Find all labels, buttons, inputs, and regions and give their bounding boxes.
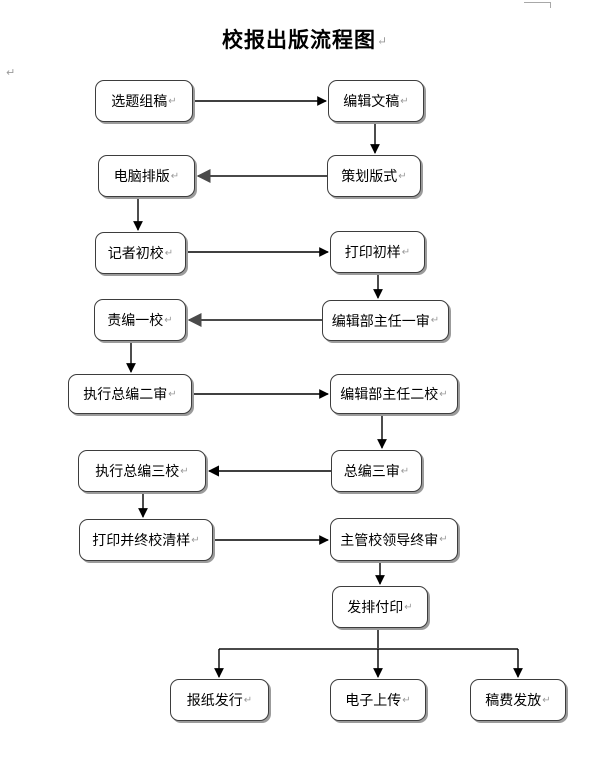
node-label: 总编三审: [343, 464, 400, 480]
node-pilcrow: ↵: [398, 170, 407, 182]
node-label: 策划版式: [341, 169, 398, 185]
node-pilcrow: ↵: [164, 314, 173, 326]
node-baozhi-faxing[interactable]: 报纸发行↵: [170, 679, 269, 721]
node-diannao-paiban[interactable]: 电脑排版↵: [98, 155, 195, 197]
node-pilcrow: ↵: [168, 95, 177, 107]
node-xuanti-zugao[interactable]: 选题组稿↵: [95, 80, 193, 122]
node-bianji-wengao[interactable]: 编辑文稿↵: [328, 80, 424, 122]
node-fapai-fuyin[interactable]: 发排付印↵: [332, 586, 428, 628]
node-jizhe-chuxiao[interactable]: 记者初校↵: [95, 232, 186, 274]
node-zebian-yixiao[interactable]: 责编一校↵: [94, 299, 186, 341]
node-label: 编辑文稿: [343, 94, 400, 110]
node-zhixing-zongbian-ershen[interactable]: 执行总编二审↵: [68, 374, 192, 414]
node-dayin-chuyang[interactable]: 打印初样↵: [330, 231, 425, 273]
node-dayin-bing-zhongxiao-qingyang[interactable]: 打印并终校清样↵: [79, 519, 213, 561]
node-gaofei-fafang[interactable]: 稿费发放↵: [470, 679, 566, 721]
node-pilcrow: ↵: [191, 534, 200, 546]
node-pilcrow: ↵: [168, 388, 177, 400]
node-label: 打印并终校清样: [92, 533, 191, 549]
node-zongbian-sanshen[interactable]: 总编三审↵: [331, 450, 422, 492]
node-label: 执行总编三校: [95, 464, 180, 480]
node-label: 记者初校: [107, 246, 164, 262]
node-label: 执行总编二审: [83, 387, 168, 403]
title-pilcrow: ↵: [376, 34, 388, 48]
node-label: 编辑部主任一审: [331, 313, 430, 330]
node-zhuguan-xiaolingdao-zhongshen[interactable]: 主管校领导终审↵: [330, 518, 458, 561]
node-pilcrow: ↵: [430, 315, 440, 326]
node-label: 选题组稿: [111, 94, 168, 110]
node-pilcrow: ↵: [180, 465, 189, 477]
node-pilcrow: ↵: [401, 246, 411, 258]
node-pilcrow: ↵: [164, 247, 174, 259]
node-pilcrow: ↵: [404, 601, 413, 613]
node-label: 主管校领导终审: [340, 532, 439, 549]
page-title-text: 校报出版流程图: [221, 27, 376, 52]
node-bianjibu-zhuren-yishen[interactable]: 编辑部主任一审↵: [322, 300, 449, 341]
node-label: 发排付印: [347, 600, 404, 616]
node-label: 责编一校: [107, 313, 164, 329]
node-pilcrow: ↵: [439, 534, 448, 545]
node-label: 电子上传: [345, 693, 402, 709]
node-label: 打印初样: [344, 245, 401, 261]
node-label: 报纸发行: [186, 693, 243, 709]
node-zhixing-zongbian-sanxiao[interactable]: 执行总编三校↵: [78, 450, 206, 492]
node-pilcrow: ↵: [170, 170, 180, 182]
node-dianzi-shangchuan[interactable]: 电子上传↵: [330, 679, 426, 721]
node-label: 编辑部主任二校: [340, 387, 439, 403]
node-pilcrow: ↵: [439, 388, 448, 400]
node-cehua-banshi[interactable]: 策划版式↵: [327, 155, 421, 197]
node-pilcrow: ↵: [402, 694, 411, 706]
node-label: 稿费发放: [485, 693, 542, 709]
node-bianjibu-zhuren-erxiao[interactable]: 编辑部主任二校↵: [330, 374, 458, 414]
node-pilcrow: ↵: [542, 694, 551, 706]
page-corner-marker: [524, 2, 551, 8]
node-pilcrow: ↵: [243, 694, 253, 706]
node-pilcrow: ↵: [400, 465, 410, 477]
left-margin-pilcrow: ↵: [6, 66, 16, 79]
node-label: 电脑排版: [113, 169, 170, 185]
page-title: 校报出版流程图↵: [0, 24, 609, 54]
node-pilcrow: ↵: [400, 95, 409, 107]
